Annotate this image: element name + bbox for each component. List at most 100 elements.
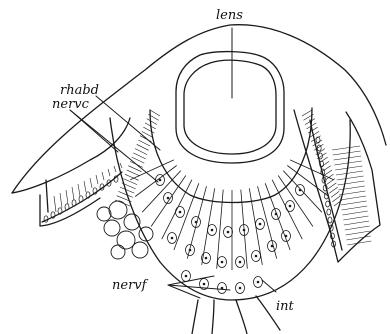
retina-hatch-right [328, 183, 336, 189]
connective-cell [111, 245, 125, 259]
flap-hatch [60, 193, 62, 208]
retina-hatch-left [137, 144, 149, 150]
flap-hatch [66, 190, 68, 204]
flap-hatch [72, 187, 74, 200]
connective-cell [97, 207, 111, 221]
right-flap-hatch [343, 216, 368, 220]
nucleolus [227, 231, 230, 234]
nucleolus [255, 255, 258, 258]
right-flap-hatch [335, 166, 362, 170]
flap-hatch [84, 181, 86, 192]
retina-hatch-right [334, 200, 342, 206]
retina-hatch-left [127, 170, 140, 176]
retina-hatch-left [150, 110, 160, 116]
nucleolus [289, 205, 292, 208]
nucleolus [221, 261, 224, 264]
nucleolus [221, 287, 224, 290]
right-flap-hatch [340, 196, 366, 200]
flap-hatch [54, 196, 56, 212]
right-flap-hatch [346, 236, 370, 240]
right-flap-cell [326, 201, 330, 207]
right-flap-hatch [346, 231, 371, 235]
flap-cell [79, 196, 83, 202]
nervc-leader-2 [70, 110, 118, 152]
label-lens: lens [216, 9, 243, 22]
label-nervc: nervc [52, 98, 89, 111]
right-flap-hatch [337, 176, 364, 180]
flap-hatch [96, 175, 98, 184]
label-rhabd: rhabd [60, 84, 99, 97]
nucleolus [259, 223, 262, 226]
retina-hatch-right [326, 179, 335, 185]
right-flap-hatch [336, 171, 363, 175]
nucleolus [159, 179, 162, 182]
nervc-leader-1 [70, 110, 158, 182]
retina-hatch-right [333, 196, 341, 202]
retina-hatch-left [118, 191, 133, 197]
connective-cell [117, 231, 135, 249]
right-flap-hatch [334, 156, 362, 160]
left-flap-edge [40, 195, 100, 226]
nucleolus [205, 257, 208, 260]
nucleolus [203, 283, 206, 286]
nucleolus [239, 261, 242, 264]
nerve-bundle-mid [212, 300, 214, 334]
nucleolus [275, 213, 278, 216]
retina-hatch-right [331, 191, 339, 197]
right-flap-hatch [332, 146, 360, 150]
flap-hatch [90, 178, 92, 188]
nucleolus [243, 229, 246, 232]
right-flap-hatch [342, 206, 368, 210]
nucleolus [171, 237, 174, 240]
connective-cell [132, 242, 148, 258]
rhabdom-rod [278, 176, 313, 227]
rhabdom-rod [287, 166, 329, 197]
right-flap-hatch [342, 211, 367, 215]
retina-hatch-right [320, 161, 329, 167]
retina-hatch-left [130, 161, 143, 167]
right-flap-cell [328, 217, 332, 223]
flap-cell [72, 200, 76, 206]
nerve-bundle-left [192, 300, 198, 334]
retina-hatch-left [133, 153, 145, 159]
retina-hatch-right [310, 131, 320, 137]
retina-hatch-right [302, 110, 312, 116]
connective-cell [109, 201, 127, 219]
retina-hatch-left [120, 187, 134, 193]
label-int: int [276, 300, 294, 313]
right-flap-hatch [338, 181, 365, 185]
nucleolus [211, 229, 214, 232]
right-flap-hatch [333, 151, 361, 155]
nucleolus [189, 249, 192, 252]
flap-hatch [114, 166, 116, 172]
retina-inner [150, 108, 312, 203]
nucleolus [257, 281, 260, 284]
nucleolus [299, 189, 302, 192]
flap-cell [65, 204, 69, 210]
nucleolus [271, 245, 274, 248]
right-flap-hatch [345, 226, 370, 230]
right-flap-hatch [344, 221, 369, 225]
retina-hatch-left [140, 136, 151, 142]
right-flap [294, 110, 380, 262]
nucleolus [285, 235, 288, 238]
retina-hatch-left [147, 119, 157, 125]
flap-hatch [108, 169, 110, 176]
retina-hatch-left [135, 149, 147, 155]
nucleolus [239, 287, 242, 290]
left-rod [46, 180, 48, 212]
flap-hatch [120, 163, 122, 168]
label-nervf: nervf [112, 279, 146, 292]
flap-hatch [78, 184, 80, 196]
lens-outer [176, 52, 284, 163]
int-leader [262, 280, 276, 292]
right-flap-hatch [338, 186, 364, 190]
connective-cell [104, 220, 120, 236]
lens-inner [184, 60, 276, 154]
right-flap-cell [316, 137, 320, 143]
nucleolus [179, 211, 182, 214]
flap-hatch [102, 172, 104, 180]
rhabdom-rod [258, 186, 277, 258]
